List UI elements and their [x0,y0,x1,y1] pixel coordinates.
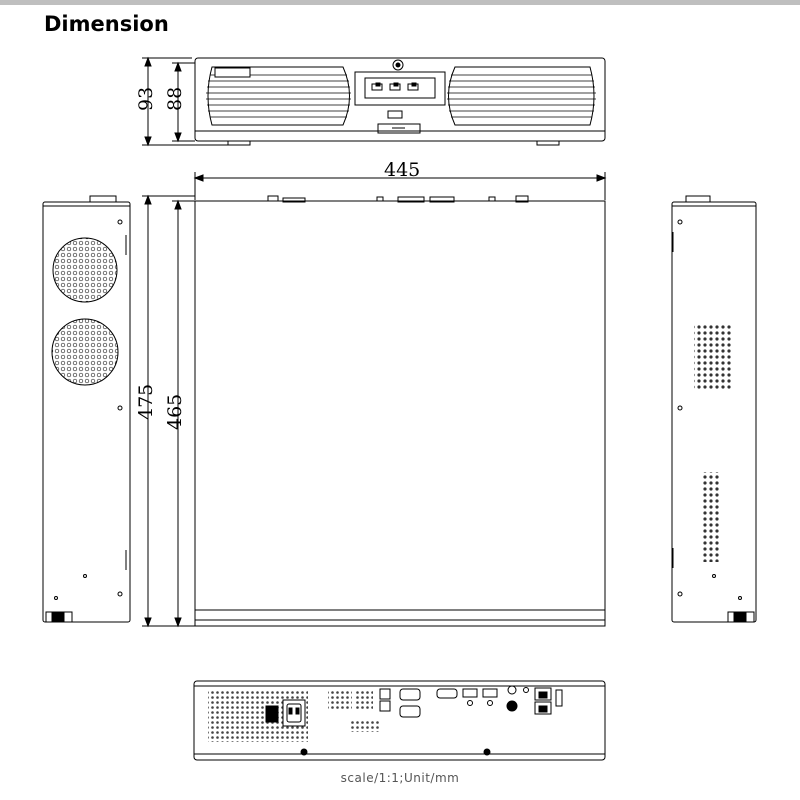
dim-total-height: 93 [135,87,157,111]
right-side-view [671,195,757,623]
scale-caption: scale/1:1;Unit/mm [340,771,460,785]
rear-view [193,680,606,761]
top-rule [0,0,800,5]
top-view [142,194,606,628]
front-view [142,56,606,147]
width-dimension [193,172,607,200]
dim-body-depth: 465 [164,394,186,430]
page-title: Dimension [44,12,169,36]
left-side-view [42,195,131,623]
dim-body-height: 88 [164,87,186,111]
dim-width: 445 [384,159,420,181]
dim-total-depth: 475 [135,384,157,420]
